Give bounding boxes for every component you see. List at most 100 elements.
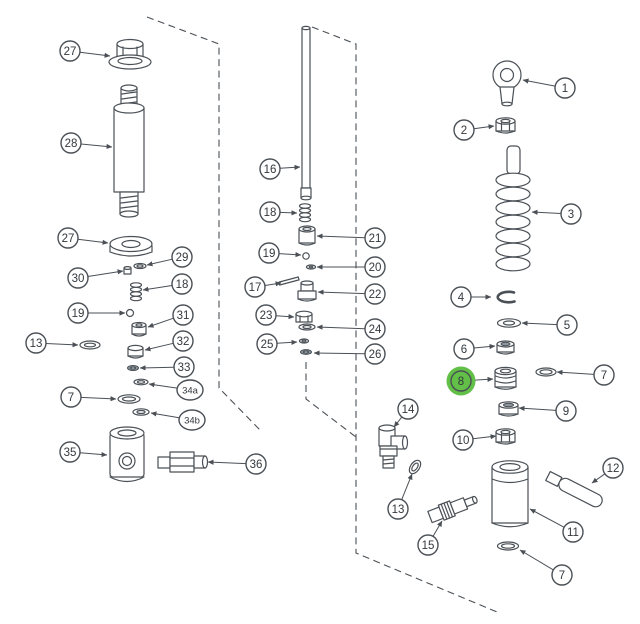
callout-28-standpipe[interactable]: 28 bbox=[60, 132, 113, 154]
callout-bubble[interactable] bbox=[59, 441, 81, 463]
callout-18-spring[interactable]: 18 bbox=[259, 201, 298, 223]
callout-19-ball[interactable]: 19 bbox=[258, 242, 302, 264]
callout-bubble[interactable] bbox=[173, 356, 195, 378]
part-ring-34b bbox=[132, 408, 150, 416]
callout-18-spring[interactable]: 18 bbox=[142, 273, 193, 295]
callout-bubble[interactable] bbox=[562, 521, 584, 543]
callout-27-flange-nut[interactable]: 27 bbox=[59, 40, 111, 62]
callout-9-spacer[interactable]: 9 bbox=[518, 400, 577, 422]
callout-bubble[interactable] bbox=[256, 333, 278, 355]
callout-bubble[interactable] bbox=[244, 276, 266, 298]
callout-32-bushing[interactable]: 32 bbox=[144, 330, 194, 352]
callout-bubble[interactable] bbox=[60, 386, 82, 408]
callout-11-cylinder-body[interactable]: 11 bbox=[529, 508, 584, 543]
callout-30-plug[interactable]: 30 bbox=[67, 267, 124, 289]
callout-5-washer[interactable]: 5 bbox=[521, 314, 578, 336]
callout-21-guide-bush[interactable]: 21 bbox=[316, 227, 386, 249]
callout-13-o-ring[interactable]: 13 bbox=[387, 473, 413, 520]
callout-bubble[interactable] bbox=[255, 304, 277, 326]
callout-bubble[interactable] bbox=[259, 201, 281, 223]
callout-15-quick-coupler[interactable]: 15 bbox=[417, 520, 443, 556]
callout-bubble[interactable] bbox=[172, 304, 194, 326]
callout-bubble[interactable] bbox=[397, 398, 419, 420]
callout-bubble[interactable] bbox=[452, 429, 474, 451]
callout-bubble[interactable] bbox=[259, 158, 281, 180]
callout-bubble[interactable] bbox=[67, 302, 89, 324]
callout-bubble[interactable] bbox=[554, 77, 576, 99]
callout-bubble[interactable] bbox=[453, 338, 475, 360]
callout-13-o-ring[interactable]: 13 bbox=[25, 332, 79, 354]
part-valve-spool-22 bbox=[297, 280, 317, 302]
callout-bubble[interactable] bbox=[364, 343, 386, 365]
part-ball-left bbox=[125, 308, 135, 318]
boundary-dashed-right bbox=[311, 26, 498, 613]
part-o-ring-13-bottom bbox=[408, 459, 422, 475]
callout-7-o-ring[interactable]: 7 bbox=[556, 364, 615, 386]
leader-line bbox=[393, 416, 403, 428]
callout-22-valve-spool[interactable]: 22 bbox=[317, 283, 386, 305]
callout-bubble[interactable] bbox=[364, 318, 386, 340]
callout-bubble[interactable] bbox=[555, 400, 577, 422]
callout-36-fitting[interactable]: 36 bbox=[207, 453, 267, 475]
callout-bubble[interactable] bbox=[60, 132, 82, 154]
callout-bubble[interactable] bbox=[57, 227, 79, 249]
callout-bubble[interactable] bbox=[178, 409, 206, 431]
callout-2-hex-nut[interactable]: 2 bbox=[453, 119, 495, 141]
callout-bubble[interactable] bbox=[67, 267, 89, 289]
callout-14-elbow-fitting[interactable]: 14 bbox=[393, 398, 419, 428]
leader-line bbox=[79, 451, 108, 458]
part-seal-33 bbox=[127, 365, 139, 371]
callout-24-washer[interactable]: 24 bbox=[316, 318, 386, 340]
callout-25-ring[interactable]: 25 bbox=[256, 333, 298, 355]
callout-20-washer[interactable]: 20 bbox=[316, 256, 386, 278]
callout-bubble[interactable] bbox=[171, 273, 193, 295]
callout-6-gland[interactable]: 6 bbox=[453, 338, 496, 360]
callout-23-nut[interactable]: 23 bbox=[255, 304, 295, 326]
callout-bubble[interactable] bbox=[387, 498, 409, 520]
callout-8-piston[interactable]: 8 bbox=[446, 366, 494, 396]
callout-bubble[interactable] bbox=[364, 256, 386, 278]
callout-1-rod-end[interactable]: 1 bbox=[522, 77, 576, 99]
leader-line bbox=[148, 382, 178, 389]
callout-12-handle-grip[interactable]: 12 bbox=[591, 457, 624, 484]
callout-31-seat[interactable]: 31 bbox=[147, 304, 194, 328]
callout-bubble[interactable] bbox=[172, 330, 194, 352]
callout-bubble[interactable] bbox=[551, 564, 573, 586]
callout-19-ball[interactable]: 19 bbox=[67, 302, 126, 324]
callout-27-flange-nut[interactable]: 27 bbox=[57, 227, 109, 249]
callout-bubble[interactable] bbox=[59, 40, 81, 62]
callout-bubble[interactable] bbox=[417, 534, 439, 556]
callout-26-seal-ring[interactable]: 26 bbox=[313, 343, 386, 365]
callout-7-o-ring[interactable]: 7 bbox=[519, 549, 573, 586]
leader-line bbox=[275, 314, 295, 320]
callout-29-ring[interactable]: 29 bbox=[146, 246, 193, 268]
leader-line bbox=[316, 233, 366, 239]
callout-bubble[interactable] bbox=[364, 227, 386, 249]
callout-35-valve-body[interactable]: 35 bbox=[59, 441, 108, 463]
callout-34b-back-up-ring[interactable]: 34b bbox=[150, 409, 206, 431]
callout-34a-back-up-ring[interactable]: 34a bbox=[148, 379, 204, 401]
leader-line bbox=[519, 549, 554, 571]
callout-bubble[interactable] bbox=[450, 370, 472, 392]
callout-7-o-ring[interactable]: 7 bbox=[60, 386, 117, 408]
callout-17-pin[interactable]: 17 bbox=[244, 276, 282, 298]
callout-4-retaining-ring[interactable]: 4 bbox=[450, 286, 492, 308]
callout-bubble[interactable] bbox=[453, 119, 475, 141]
callout-16-push-rod[interactable]: 16 bbox=[259, 158, 301, 180]
callout-bubble[interactable] bbox=[593, 364, 615, 386]
callout-bubble[interactable] bbox=[25, 332, 47, 354]
callout-bubble[interactable] bbox=[258, 242, 280, 264]
callout-33-seal-ring[interactable]: 33 bbox=[139, 356, 195, 378]
callout-bubble[interactable] bbox=[556, 314, 578, 336]
leader-line bbox=[207, 459, 247, 465]
callout-bubble[interactable] bbox=[560, 203, 582, 225]
callout-bubble[interactable] bbox=[171, 246, 193, 268]
callout-bubble[interactable] bbox=[450, 286, 472, 308]
leader-line bbox=[150, 411, 180, 419]
callout-bubble[interactable] bbox=[364, 283, 386, 305]
callout-3-coil-spring[interactable]: 3 bbox=[531, 203, 582, 225]
callout-bubble[interactable] bbox=[176, 379, 204, 401]
callout-bubble[interactable] bbox=[602, 457, 624, 479]
callout-bubble[interactable] bbox=[245, 453, 267, 475]
callout-10-hex-nut[interactable]: 10 bbox=[452, 429, 497, 451]
